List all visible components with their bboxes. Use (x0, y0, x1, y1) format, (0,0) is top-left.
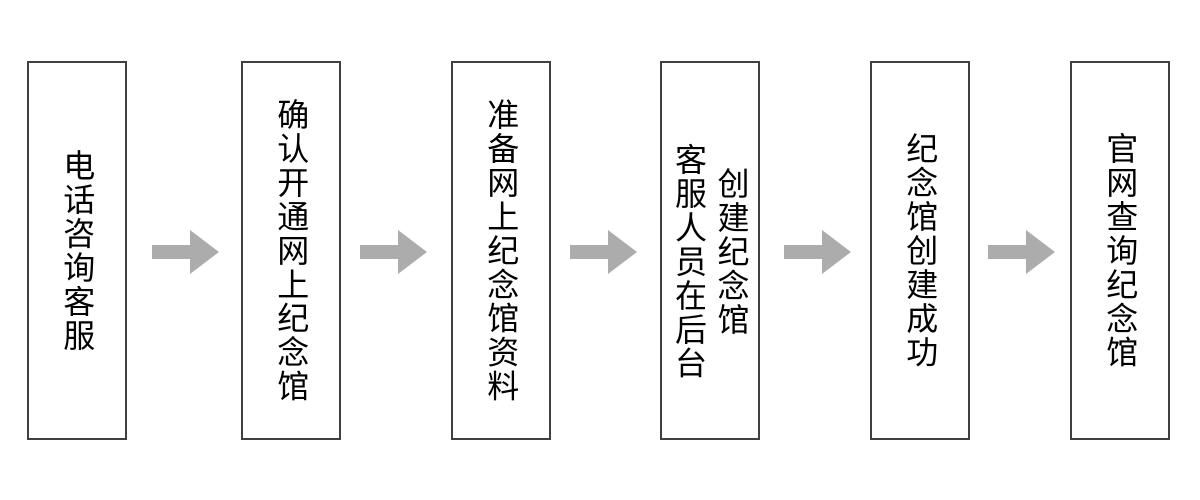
flow-step-6[interactable]: 官网查询纪念馆 (1070, 61, 1170, 440)
arrow-right-icon-3 (570, 228, 637, 276)
flow-step-1[interactable]: 电话咨询客服 (27, 61, 127, 440)
flow-step-5-label: 纪念馆创建成功 (902, 131, 939, 370)
flow-step-4-label-column-2: 创建纪念馆 (713, 167, 750, 337)
flow-step-3-label: 准备网上纪念馆资料 (483, 97, 520, 404)
arrow-right-icon-2 (360, 228, 427, 276)
arrow-right-icon-5 (988, 228, 1055, 276)
flow-step-4[interactable]: 客服人员在后台 创建纪念馆 (660, 61, 760, 440)
flow-step-4-label-column-1: 客服人员在后台 (671, 143, 707, 381)
flow-step-2-label: 确认开通网上纪念馆 (273, 97, 310, 404)
flow-step-5[interactable]: 纪念馆创建成功 (870, 61, 970, 440)
flow-step-2[interactable]: 确认开通网上纪念馆 (241, 61, 341, 440)
flow-step-6-label: 官网查询纪念馆 (1102, 131, 1139, 370)
flow-step-3[interactable]: 准备网上纪念馆资料 (451, 61, 551, 440)
flow-step-1-label: 电话咨询客服 (59, 148, 96, 353)
arrow-right-icon-1 (152, 228, 219, 276)
arrow-right-icon-4 (784, 228, 851, 276)
